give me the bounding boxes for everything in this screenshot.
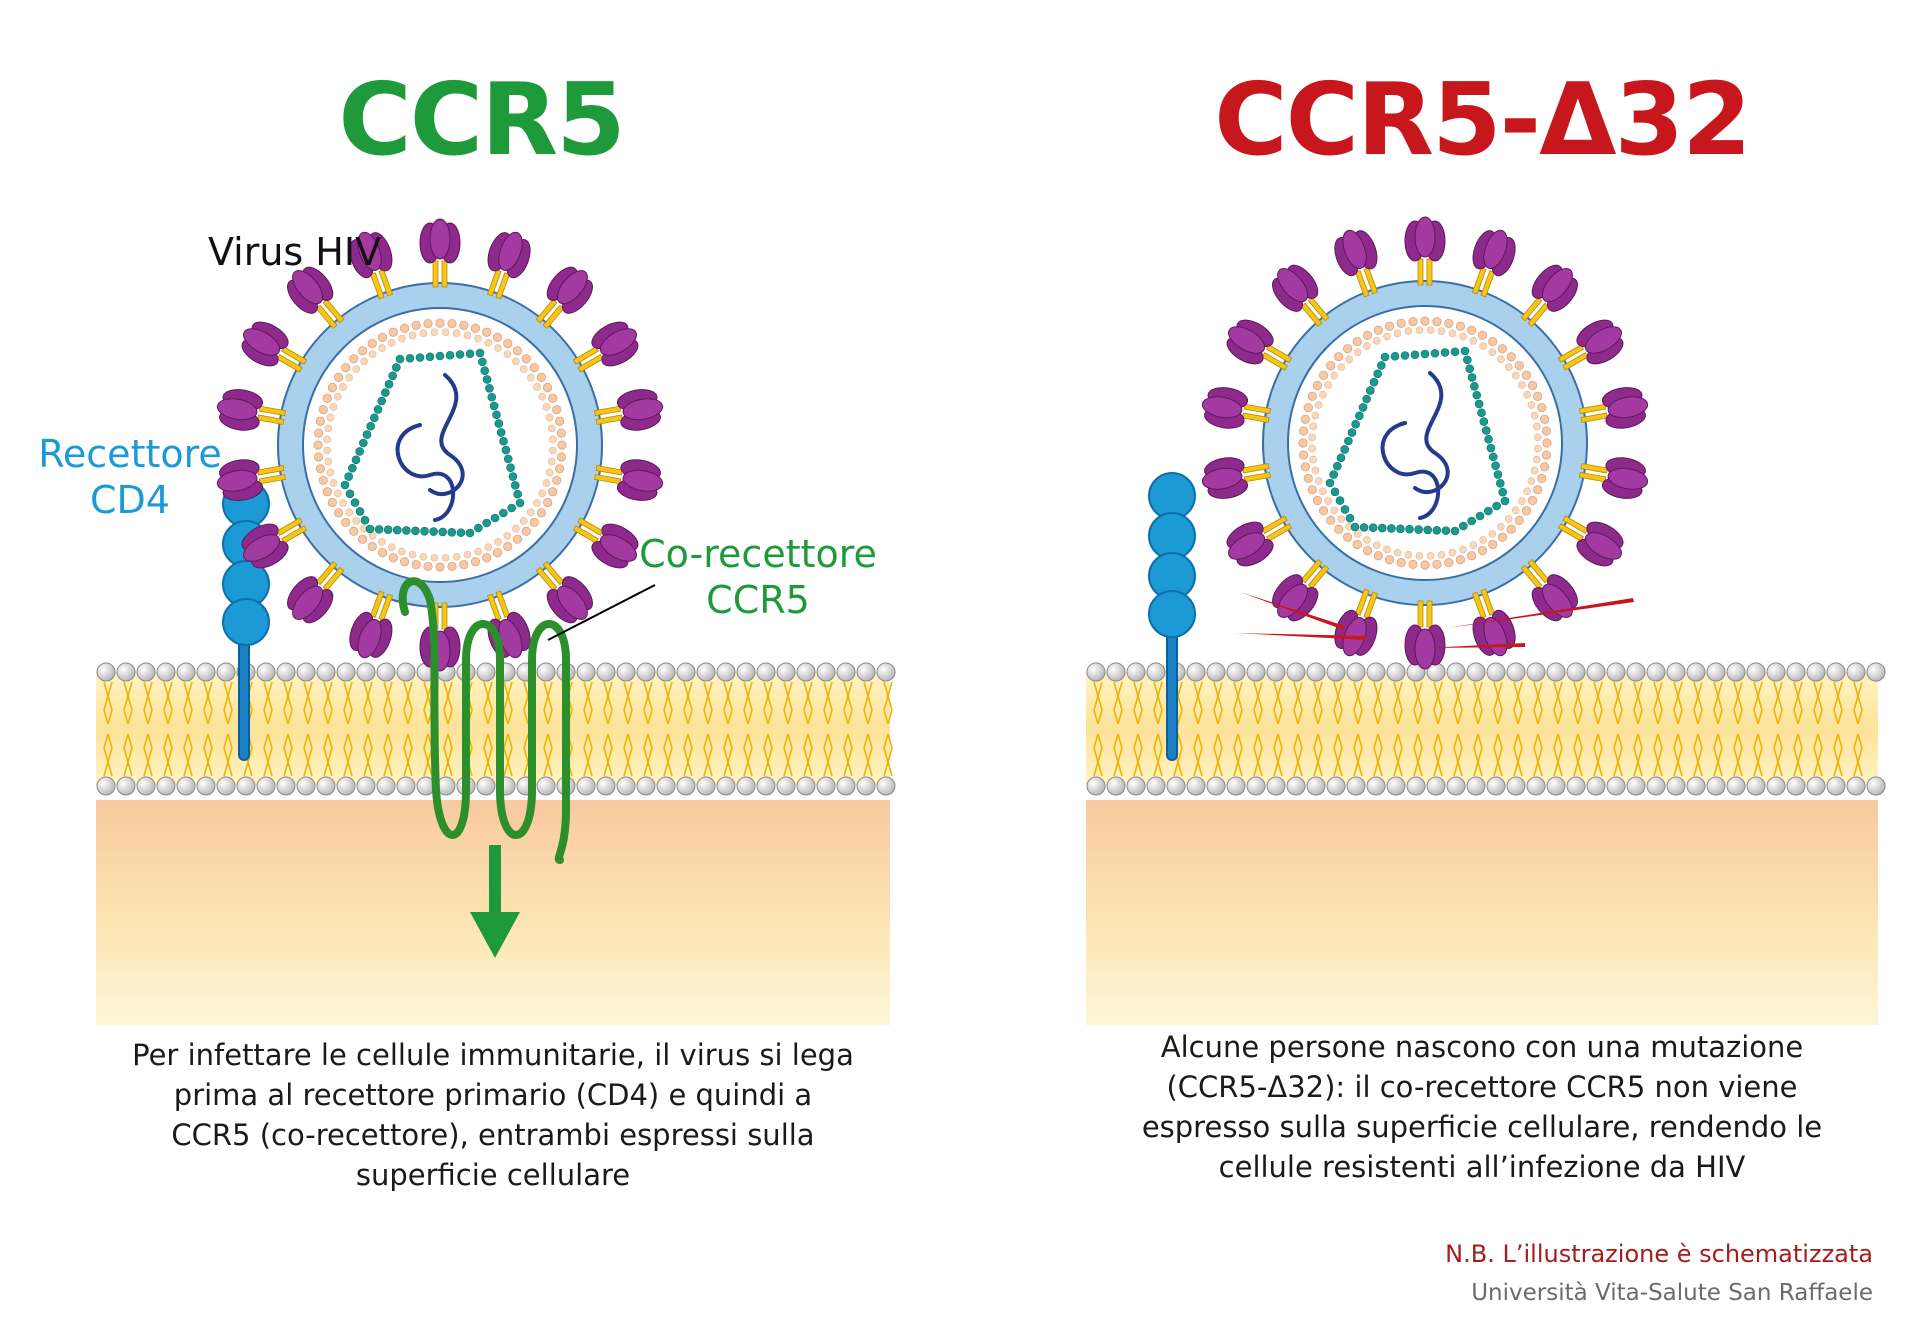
left-caption: Per infettare le cellule immunitarie, il… [96,1035,890,1195]
gp120-spike-icon [572,517,639,569]
gp120-spike-icon [1201,387,1272,429]
matrix-protein-layer [313,318,567,572]
gp120-spike-icon [535,560,593,624]
rna-strands [395,373,465,522]
lipid-heads [1086,662,1886,796]
gp120-spike-icon [1334,229,1379,298]
cd4-receptor [1148,472,1196,761]
left-panel [96,218,896,1025]
cell-membrane [96,662,896,796]
envelope-glycoproteins [216,218,664,672]
university-credit: Università Vita-Salute San Raffaele [1471,1280,1873,1306]
hiv-virus [1201,216,1649,670]
caption-line: prima al recettore primario (CD4) e quin… [173,1078,813,1112]
cell-membrane [1086,662,1886,796]
gp120-spike-icon [287,266,345,330]
cd4-label-line2: CD4 [90,477,170,522]
hiv-virus [216,218,664,672]
caption-line: Alcune persone nascono con una mutazione [1160,1030,1804,1064]
gp120-spike-icon [1226,319,1293,371]
gp120-spike-icon [1578,387,1649,429]
virus-label: Virus HIV [208,230,382,274]
gp120-spike-icon [1557,515,1624,567]
left-title: CCR5 [338,61,625,178]
ccr5-label-line1: Co-recettore [639,532,877,576]
ccr5-label: Co-recettore CCR5 [628,532,888,623]
gp120-spike-icon [1272,558,1330,622]
gp120-spike-icon [287,560,345,624]
down-arrow [470,845,520,958]
gp120-spike-icon [1404,216,1446,286]
caption-line: (CCR5-Δ32): il co-recettore CCR5 non vie… [1166,1070,1798,1104]
right-caption: Alcune persone nascono con una mutazione… [1086,1027,1878,1187]
gp120-spike-icon [1272,264,1330,328]
gp120-spike-icon [1471,229,1516,298]
gp120-spike-icon [419,218,461,288]
gp120-spike-icon [593,459,664,501]
gp120-spike-icon [419,602,461,672]
lipid-tails [1093,681,1863,777]
caption-line: espresso sulla superficie cellulare, ren… [1141,1110,1823,1144]
gp120-spike-icon [572,321,639,373]
right-panel [1086,216,1886,1025]
capsid-icon [1325,346,1510,536]
caption-line: cellule resistenti all’infezione da HIV [1218,1150,1746,1184]
right-title: CCR5-Δ32 [1214,61,1751,178]
gp120-spike-icon [486,231,531,300]
cd4-label-line1: Recettore [38,432,222,476]
cytoplasm [1086,800,1878,1025]
gp120-spike-icon [1201,457,1272,499]
gp120-spike-icon [1226,515,1293,567]
gp120-spike-icon [349,590,394,659]
gp120-spike-icon [1404,600,1446,670]
cd4-label: Recettore CD4 [20,432,240,523]
capsid-icon [340,348,525,538]
gp120-spike-icon [241,517,308,569]
blocked-binding-marks [1235,592,1634,648]
matrix-protein-layer [1298,316,1552,570]
rna-strands [1380,371,1450,520]
gp120-spike-icon [241,321,308,373]
gp120-spike-icon [216,459,287,501]
gp120-spike-icon [1578,457,1649,499]
gp120-spike-icon [1557,319,1624,371]
gp120-spike-icon [593,389,664,431]
gp120-spike-icon [216,389,287,431]
gp120-spike-icon [1520,264,1578,328]
ccr5-leader-line [547,584,656,641]
caption-line: Per infettare le cellule immunitarie, il… [132,1038,854,1072]
ccr5-label-line2: CCR5 [706,577,810,622]
ccr5-coreceptor [398,577,570,864]
lipid-tails [103,681,893,777]
gp120-spike-icon [349,231,394,300]
envelope-glycoproteins [1201,216,1649,670]
caption-line: CCR5 (co-recettore), entrambi espressi s… [171,1118,815,1152]
schematic-note: N.B. L’illustrazione è schematizzata [1445,1240,1873,1268]
caption-line: superficie cellulare [355,1158,631,1192]
gp120-spike-icon [535,266,593,330]
